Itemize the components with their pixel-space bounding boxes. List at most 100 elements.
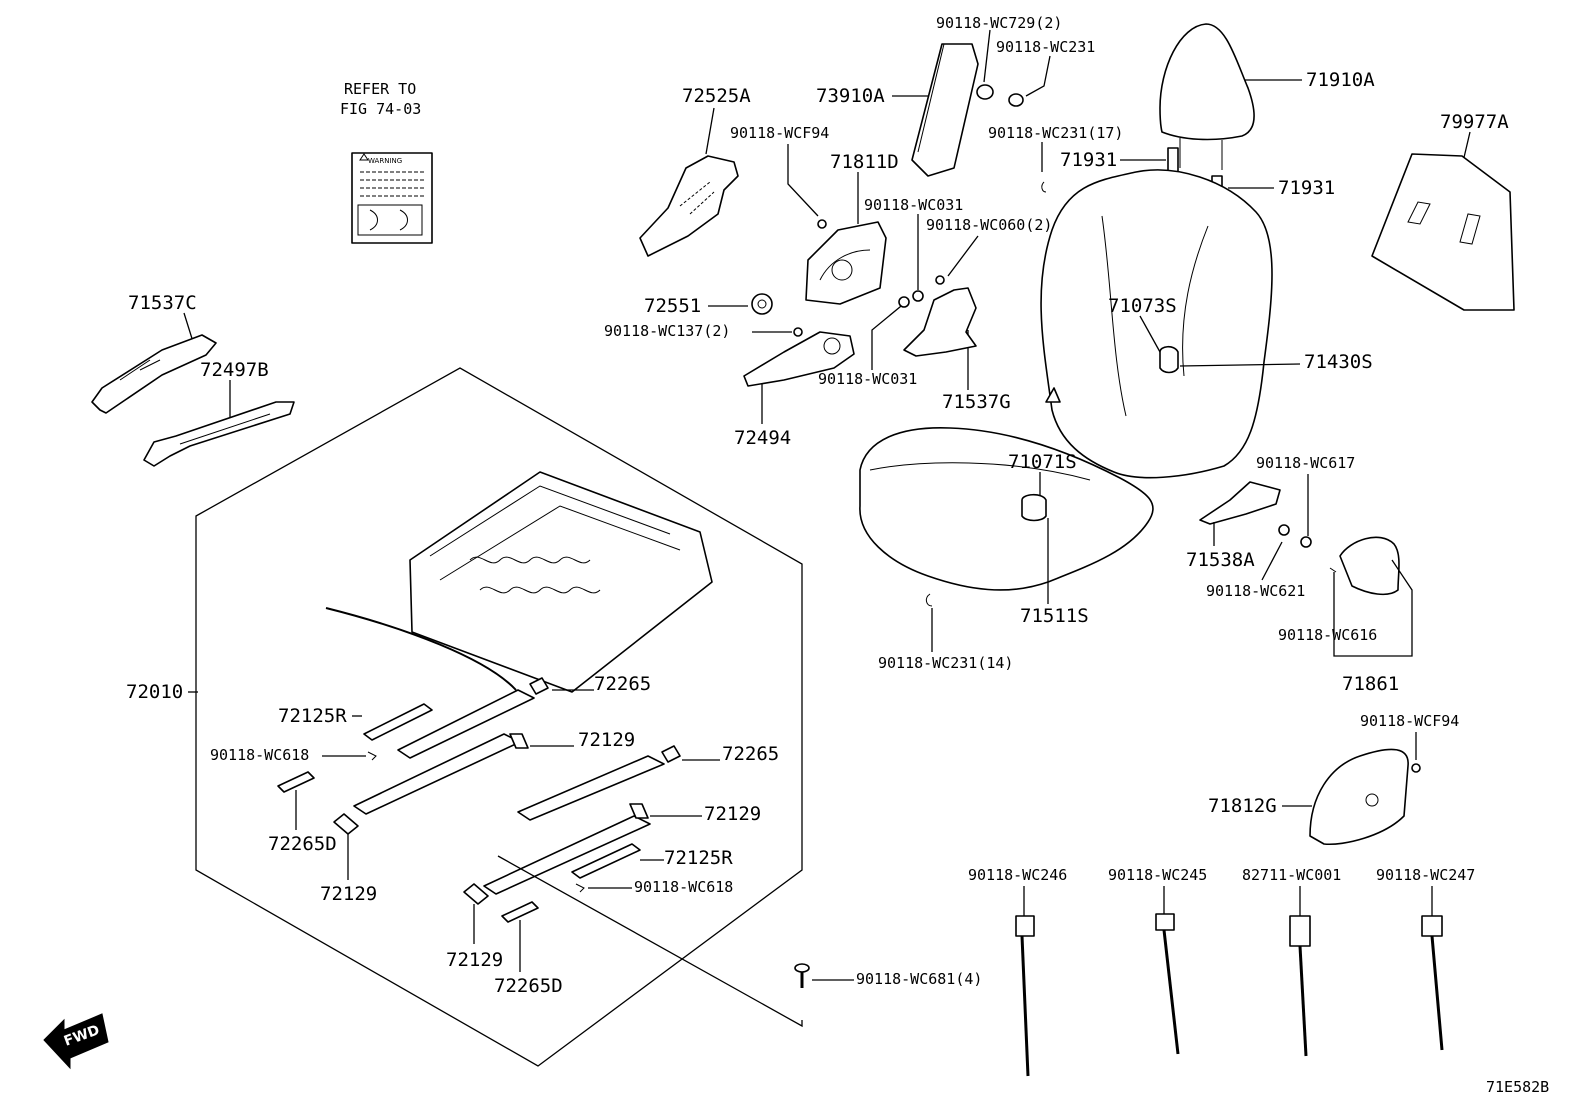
part-72125R-b: 72125R — [571, 843, 733, 879]
label-71811D: 71811D — [830, 151, 899, 173]
refer-note-line1: REFER TO — [344, 80, 416, 98]
warning-label-text: WARNING — [368, 157, 402, 165]
part-72125R-a: 72125R — [278, 703, 433, 741]
label-72129-a: 72129 — [578, 729, 635, 751]
part-seat-back: 71073S 71430S — [1040, 169, 1373, 479]
part-71537C: 71537C — [91, 292, 217, 414]
label-71537C: 71537C — [128, 292, 197, 314]
warning-triangle-icon — [359, 153, 369, 161]
label-90118-WC618-b: 90118-WC618 — [634, 878, 733, 896]
part-72129-c: 72129 — [629, 803, 761, 825]
part-72129-b: 72129 — [320, 813, 377, 905]
label-71538A: 71538A — [1186, 549, 1255, 571]
label-71430S: 71430S — [1304, 351, 1373, 373]
part-71910A: 71910A — [1159, 23, 1375, 170]
label-71073S: 71073S — [1108, 295, 1177, 317]
label-82711-WC001: 82711-WC001 — [1242, 866, 1341, 884]
label-79977A: 79977A — [1440, 111, 1509, 133]
part-72265-a: 72265 — [529, 673, 651, 695]
part-90118-WC231-top: 90118-WC231 — [996, 38, 1095, 107]
label-90118-WC031-b: 90118-WC031 — [818, 370, 917, 388]
part-90118-WC618-b: 90118-WC618 — [575, 878, 733, 896]
warning-label-sticker — [351, 152, 433, 244]
part-72265D-a: 72265D — [268, 771, 337, 855]
label-72129-b: 72129 — [320, 883, 377, 905]
part-90118-WC618-a: 90118-WC618 — [210, 746, 377, 764]
refer-note-line2: FIG 74-03 — [340, 100, 421, 118]
part-90118-WC729: 90118-WC729(2) — [936, 14, 1062, 100]
part-90118-WC681: 90118-WC681(4) — [497, 855, 982, 1028]
part-72551: 72551 — [644, 293, 773, 317]
part-73910A: 73910A — [816, 43, 979, 177]
part-71861: 90118-WC616 71861 — [1278, 536, 1413, 695]
label-72010: 72010 — [126, 681, 183, 703]
part-90118-WC137: 90118-WC137(2) — [604, 322, 803, 340]
label-90118-WC729-2: 90118-WC729(2) — [936, 14, 1062, 32]
label-71931-b: 71931 — [1278, 177, 1335, 199]
part-72010-frame-assembly: 72010 — [126, 367, 803, 1067]
label-90118-WC245: 90118-WC245 — [1108, 866, 1207, 884]
label-72551: 72551 — [644, 295, 701, 317]
label-72525A: 72525A — [682, 85, 751, 107]
part-90118-WC231-17: 90118-WC231(17) — [988, 124, 1123, 193]
label-90118-WCF94-b: 90118-WCF94 — [1360, 712, 1459, 730]
label-71511S: 71511S — [1020, 605, 1089, 627]
part-82711-WC001: 82711-WC001 — [1242, 866, 1341, 1057]
label-71861: 71861 — [1342, 673, 1399, 695]
part-71537G: 90118-WC031 71537G — [818, 287, 1011, 413]
part-90118-WC060: 90118-WC060(2) — [926, 216, 1052, 285]
label-90118-WC618-a: 90118-WC618 — [210, 746, 309, 764]
figure-code: 71E582B — [1486, 1078, 1549, 1096]
label-72125R-b: 72125R — [664, 847, 733, 869]
part-71812G: 90118-WCF94 71812G — [1208, 712, 1459, 846]
part-90118-WC246: 90118-WC246 — [968, 866, 1067, 1077]
label-72494: 72494 — [734, 427, 791, 449]
part-90118-WC247: 90118-WC247 — [1376, 866, 1475, 1051]
part-seat-cushion: 71071S 71511S — [859, 427, 1154, 627]
label-90118-WC231-14: 90118-WC231(14) — [878, 654, 1013, 672]
part-72525A: 72525A — [639, 85, 751, 257]
label-90118-WC231-17: 90118-WC231(17) — [988, 124, 1123, 142]
part-72497B: 72497B — [143, 359, 295, 467]
part-90118-WC031-top: 90118-WC031 — [864, 196, 963, 302]
label-72129-d: 72129 — [446, 949, 503, 971]
label-72125R-a: 72125R — [278, 705, 347, 727]
label-90118-WC031-a: 90118-WC031 — [864, 196, 963, 214]
part-72265D-b: 72265D — [494, 901, 563, 997]
label-90118-WC621: 90118-WC621 — [1206, 582, 1305, 600]
label-71537G: 71537G — [942, 391, 1011, 413]
part-72129-a: 72129 — [509, 729, 635, 751]
fwd-arrow-icon: FWD — [43, 1013, 109, 1070]
label-72265D-b: 72265D — [494, 975, 563, 997]
label-72129-c: 72129 — [704, 803, 761, 825]
part-71538A: 90118-WC617 71538A 90118-WC621 — [1186, 454, 1355, 600]
label-72265-b: 72265 — [722, 743, 779, 765]
part-rails — [353, 689, 665, 895]
label-71812G: 71812G — [1208, 795, 1277, 817]
label-90118-WC231: 90118-WC231 — [996, 38, 1095, 56]
part-90118-WC245: 90118-WC245 — [1108, 866, 1207, 1055]
label-72265-a: 72265 — [594, 673, 651, 695]
label-71931-a: 71931 — [1060, 149, 1117, 171]
part-72265-b: 72265 — [661, 743, 779, 765]
part-90118-WCF94-top: 90118-WCF94 — [730, 124, 829, 229]
label-90118-WC137-2: 90118-WC137(2) — [604, 322, 730, 340]
part-72129-d: 72129 — [446, 883, 503, 971]
label-90118-WC246: 90118-WC246 — [968, 866, 1067, 884]
label-90118-WC247: 90118-WC247 — [1376, 866, 1475, 884]
part-79977A: 79977A — [1371, 111, 1515, 311]
label-90118-WC681-4: 90118-WC681(4) — [856, 970, 982, 988]
label-90118-WCF94-a: 90118-WCF94 — [730, 124, 829, 142]
seatbelt-pictogram-icon — [357, 204, 423, 236]
label-71910A: 71910A — [1306, 69, 1375, 91]
label-72497B: 72497B — [200, 359, 269, 381]
label-72265D-a: 72265D — [268, 833, 337, 855]
label-90118-WC616: 90118-WC616 — [1278, 626, 1377, 644]
part-71931-a: 71931 — [1060, 147, 1179, 173]
part-71811D: 71811D — [805, 151, 899, 305]
label-90118-WC060-2: 90118-WC060(2) — [926, 216, 1052, 234]
part-72494: 72494 — [734, 331, 855, 449]
label-73910A: 73910A — [816, 85, 885, 107]
label-71071S: 71071S — [1008, 451, 1077, 473]
